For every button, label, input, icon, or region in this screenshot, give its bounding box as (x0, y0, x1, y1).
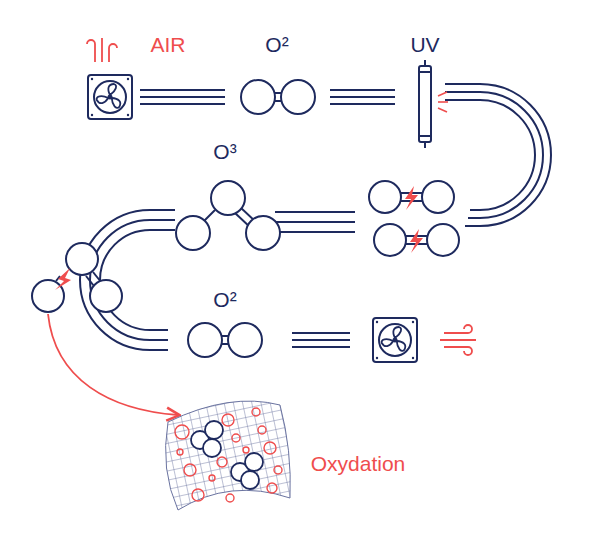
air-flow-lines (80, 84, 551, 350)
oxidation-ring (184, 464, 196, 476)
oxidation-ring (267, 483, 277, 493)
fan-icon (373, 318, 417, 362)
oxidation-arrow (48, 314, 178, 415)
lamp-label: UV (410, 33, 439, 56)
air-label: AIR (150, 33, 185, 56)
oxidation-ring (226, 494, 234, 502)
oxidation-ring (175, 425, 189, 439)
o3-molecule (176, 181, 280, 250)
oxidation-ring (232, 434, 240, 442)
oxidation-ring (274, 466, 282, 474)
oxidation-ring (258, 426, 266, 434)
oxidation-ring (222, 414, 234, 426)
spark (405, 186, 423, 253)
oxidized-surface (166, 401, 291, 510)
wind-icon (440, 325, 476, 355)
oxidation-ring (217, 457, 227, 467)
uv-lamp (419, 60, 431, 148)
fan-icon (88, 75, 132, 119)
oxidation-ring (252, 408, 260, 416)
split-o2 (369, 181, 459, 256)
spark (55, 268, 71, 290)
oxidation-ring (192, 489, 204, 501)
molecule-label: O² (265, 33, 288, 56)
oxidation-ring (264, 442, 276, 454)
uv-rays (438, 92, 448, 112)
o2-molecule (188, 323, 262, 357)
breaking-o3 (32, 243, 122, 312)
o2-molecule (241, 80, 315, 114)
oxidation-label: Oxydation (311, 452, 406, 475)
molecule-label: O² (213, 288, 236, 311)
oxidation-ring (177, 449, 183, 455)
air-icon (87, 38, 117, 62)
oxidation-ring (209, 475, 215, 481)
molecule-label: O³ (213, 140, 236, 163)
oxidation-ring (243, 447, 249, 453)
